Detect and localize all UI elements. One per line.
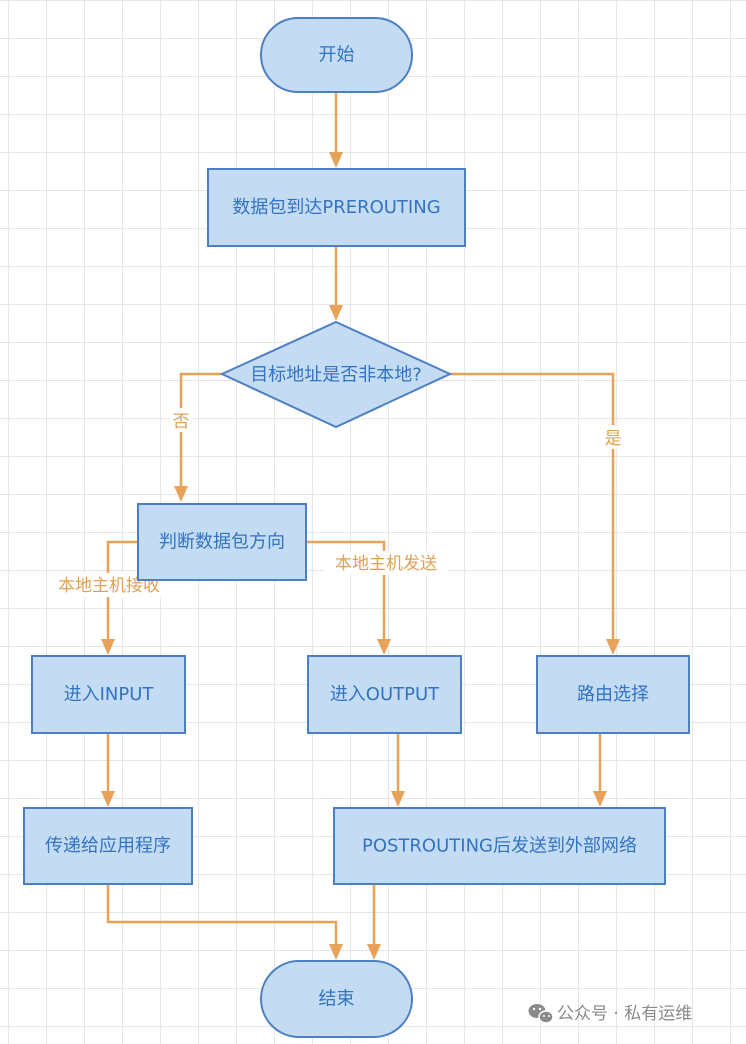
edge-postrouting-to-end-arrowhead (367, 944, 381, 960)
output-node-label: 进入OUTPUT (330, 684, 440, 705)
label-no-background (170, 408, 192, 432)
edge-judge-to-input (106, 540, 138, 640)
wechat-icon (528, 1004, 554, 1024)
edge-label-no: 否 (173, 412, 190, 432)
edge-judge-to-input-arrowhead (101, 639, 115, 655)
edge-labels: 否 是 本地主机接收 本地主机发送 (47, 408, 624, 597)
route-selection-node[interactable] (536, 655, 690, 734)
edge-judge-to-output-arrowhead (377, 639, 391, 655)
postrouting-node-label: POSTROUTING后发送到外部网络 (362, 836, 637, 857)
nodes: 开始 数据包到达PREROUTING 目标地址是否非本地? 判断数据包方向 进入… (23, 17, 690, 1038)
edge-decision-to-judge-arrowhead (174, 486, 188, 502)
judge-direction-node-label: 判断数据包方向 (159, 532, 285, 553)
edge-output-to-postrouting-arrowhead (391, 791, 405, 807)
destination-decision-node[interactable] (219, 320, 453, 429)
edges (101, 92, 620, 960)
end-node-label: 结束 (319, 989, 355, 1010)
deliver-application-node[interactable] (23, 807, 193, 885)
input-node[interactable] (31, 655, 186, 734)
edge-deliver-to-end-arrowhead (329, 944, 343, 960)
edge-route-to-postrouting-arrowhead (593, 791, 607, 807)
arrive-prerouting-node[interactable] (207, 168, 466, 247)
edge-deliver-to-end (106, 884, 338, 945)
arrive-prerouting-node-label: 数据包到达PREROUTING (232, 197, 440, 218)
edge-start-to-arrive-arrowhead (329, 152, 343, 168)
edge-label-yes: 是 (605, 429, 622, 449)
label-local-send-background (324, 551, 448, 575)
edge-label-local-send: 本地主机发送 (335, 554, 437, 574)
output-node[interactable] (307, 655, 462, 734)
label-yes-background (602, 425, 624, 449)
watermark: 公众号 · 私有运维 (528, 1004, 692, 1024)
postrouting-node[interactable] (333, 807, 666, 885)
start-node-label: 开始 (319, 45, 355, 66)
edge-decision-to-route-arrowhead (606, 639, 620, 655)
edge-judge-to-output (306, 540, 386, 640)
edge-label-local-receive: 本地主机接收 (58, 576, 160, 596)
start-node[interactable] (260, 17, 413, 93)
judge-direction-node[interactable] (137, 503, 307, 581)
destination-decision-node-label: 目标地址是否非本地? (250, 365, 422, 386)
deliver-application-node-label: 传递给应用程序 (45, 836, 171, 857)
edge-decision-to-route (450, 372, 615, 640)
watermark-text: 公众号 · 私有运维 (557, 1004, 692, 1024)
edge-input-to-deliver-arrowhead (101, 791, 115, 807)
edge-decision-to-judge (179, 372, 222, 488)
input-node-label: 进入INPUT (64, 684, 155, 705)
end-node[interactable] (260, 960, 413, 1038)
route-selection-node-label: 路由选择 (577, 684, 649, 705)
edge-arrive-to-decision-arrowhead (329, 305, 343, 321)
